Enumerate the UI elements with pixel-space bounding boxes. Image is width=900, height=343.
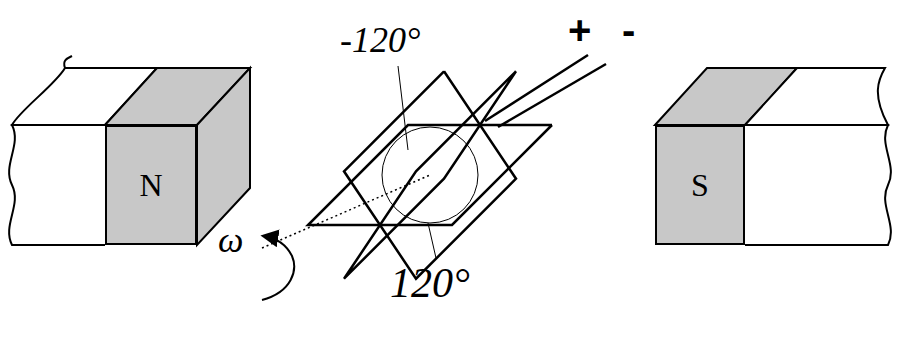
angle-label: -120° — [340, 22, 420, 58]
angle-label: 120° — [390, 262, 470, 304]
magnet-s — [655, 68, 891, 245]
pole-letter: S — [691, 167, 709, 204]
rotation-arrow — [262, 236, 294, 300]
coil-lead — [485, 55, 588, 121]
terminal-sign: - — [622, 10, 635, 50]
coil-loop — [344, 71, 516, 278]
coil-lead — [498, 64, 606, 127]
angular-velocity: ω — [218, 222, 243, 258]
magnet-n — [9, 56, 250, 245]
terminal-sign: + — [568, 10, 591, 50]
pole-letter: N — [139, 167, 162, 204]
magnet-pole-face: N — [105, 125, 197, 245]
leader-line — [398, 66, 408, 150]
magnet-pole-face: S — [655, 125, 745, 245]
coil-loop — [344, 71, 516, 278]
coil-loop — [308, 125, 552, 225]
angle-arc — [382, 127, 478, 223]
leader-line — [428, 223, 436, 258]
